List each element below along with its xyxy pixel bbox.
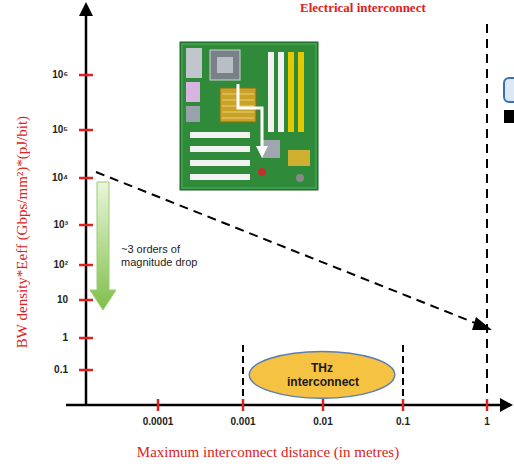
range-line bbox=[242, 345, 244, 398]
range-line bbox=[402, 345, 404, 398]
trend-line bbox=[96, 172, 480, 325]
tick-label: 10 bbox=[57, 294, 68, 306]
tick-label: 0.01 bbox=[313, 416, 332, 428]
y-axis-head bbox=[79, 2, 93, 16]
range-ellipse: THz interconnect bbox=[247, 350, 397, 400]
motherboard-illustration bbox=[180, 42, 318, 190]
x-ticks bbox=[158, 399, 487, 411]
annotation: ~3 orders of magnitude drop bbox=[121, 243, 207, 269]
tick-label: 10⁶ bbox=[52, 69, 68, 81]
node-text: THz interconnect bbox=[287, 361, 357, 390]
tick-label: 10² bbox=[54, 259, 68, 271]
tick-label: 10³ bbox=[54, 219, 68, 231]
y-axis bbox=[85, 14, 88, 405]
section-title: Electrical interconnect bbox=[300, 0, 426, 16]
tick-label: 1 bbox=[484, 416, 490, 428]
tick-label: 0.001 bbox=[230, 416, 255, 428]
tick-label: 0.1 bbox=[396, 416, 410, 428]
limit-line bbox=[486, 24, 488, 398]
tick-label: 10⁴ bbox=[52, 172, 68, 184]
x-axis bbox=[66, 404, 502, 407]
trend-head bbox=[472, 317, 492, 330]
tick-label: 10⁵ bbox=[52, 124, 68, 136]
edge-box bbox=[504, 110, 514, 123]
tick-label: 0.1 bbox=[54, 364, 68, 376]
edge-box bbox=[504, 78, 514, 102]
tick-label: 0.0001 bbox=[143, 416, 174, 428]
axis-title: BW density*Eeff (Gbps/mm²)*(pJ/bit) bbox=[13, 116, 31, 348]
axis-title: Maximum interconnect distance (in metres… bbox=[137, 443, 399, 461]
y-ticks bbox=[79, 75, 93, 370]
x-axis-head bbox=[500, 398, 513, 412]
tick-label: 1 bbox=[62, 332, 68, 344]
drop-arrow bbox=[90, 182, 116, 310]
